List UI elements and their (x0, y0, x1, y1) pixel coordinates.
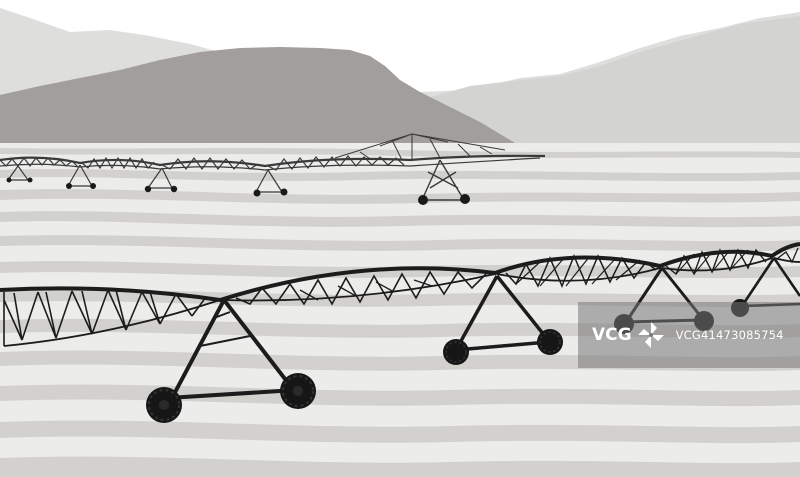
far-irrigation-pivot (0, 133, 546, 201)
watermark-image-id: VCG41473085754 (675, 328, 784, 342)
watermark: VCG VCG41473085754 (578, 302, 800, 368)
far-wheels (6, 177, 470, 205)
wheel (146, 387, 182, 423)
far-mountains-mid (420, 16, 800, 170)
wheel (443, 339, 469, 365)
wheel (537, 329, 563, 355)
near-mountain (0, 47, 520, 146)
pinwheel-logo-icon (637, 322, 664, 348)
wheel (280, 373, 316, 409)
watermark-brand: VCG (592, 325, 632, 345)
